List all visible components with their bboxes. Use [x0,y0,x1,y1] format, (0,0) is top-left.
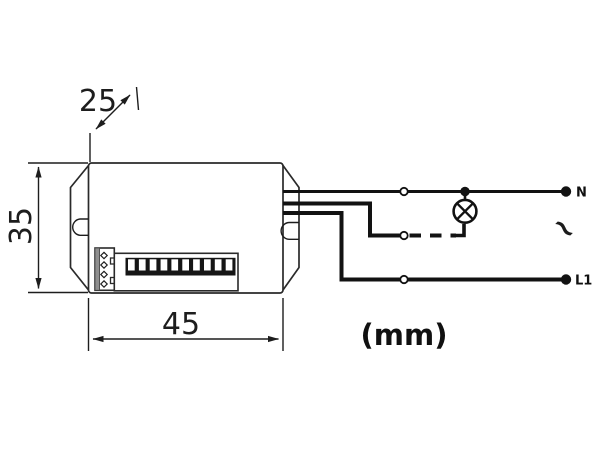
wiring-circuit: N L1 ~ [283,186,592,289]
dip-switch-lever [204,259,211,271]
terminal-dot-n [560,186,572,197]
terminal-block-hatch [94,247,100,291]
dim-depth: 25 [79,84,140,162]
wire-line [283,211,562,282]
wire-switched-stub [455,224,466,238]
dip-switch-lever [193,259,200,271]
terminal-pin-icon [99,260,109,270]
lamp-icon [452,198,478,225]
label-line: L1 [575,274,592,289]
wire-connector-icon [399,186,409,197]
dip-switch-lever [214,259,222,271]
dip-switch-lever [128,259,135,271]
mounting-slot-left [72,218,89,236]
wire-connector-icon [399,230,409,241]
dip-switch-lever [149,259,157,271]
dip-switch-bank [113,252,239,292]
dip-switch-lever [160,259,168,271]
terminal-block [94,247,117,292]
dim-depth-arrow [95,94,131,130]
dip-switch-lever [138,259,146,271]
module-body [87,162,284,294]
mounting-ear-left [69,164,90,291]
ac-symbol: ~ [543,207,586,250]
dim-depth-tick [135,86,140,111]
label-neutral: N [576,186,587,201]
terminal-dot-l1 [560,274,572,285]
wire-connector-icon [399,274,409,285]
wire-switched [283,201,401,238]
sensor-module [69,162,300,294]
dim-width-label: 45 [162,307,200,342]
mounting-slot-right [280,221,299,240]
dip-switch-lever [225,259,233,271]
units-label: (mm) [361,318,448,352]
dip-switch-lever [182,259,189,271]
dim-width: 45 [87,298,284,351]
dim-height-label: 35 [4,207,39,245]
terminal-pin-icon [99,251,109,260]
mounting-ear-right [282,165,300,291]
junction-dot [460,186,470,197]
dim-height: 35 [4,162,88,294]
terminal-pin-icon [99,279,109,289]
dip-switch-lever [171,259,179,271]
terminal-pin-icon [99,270,109,279]
